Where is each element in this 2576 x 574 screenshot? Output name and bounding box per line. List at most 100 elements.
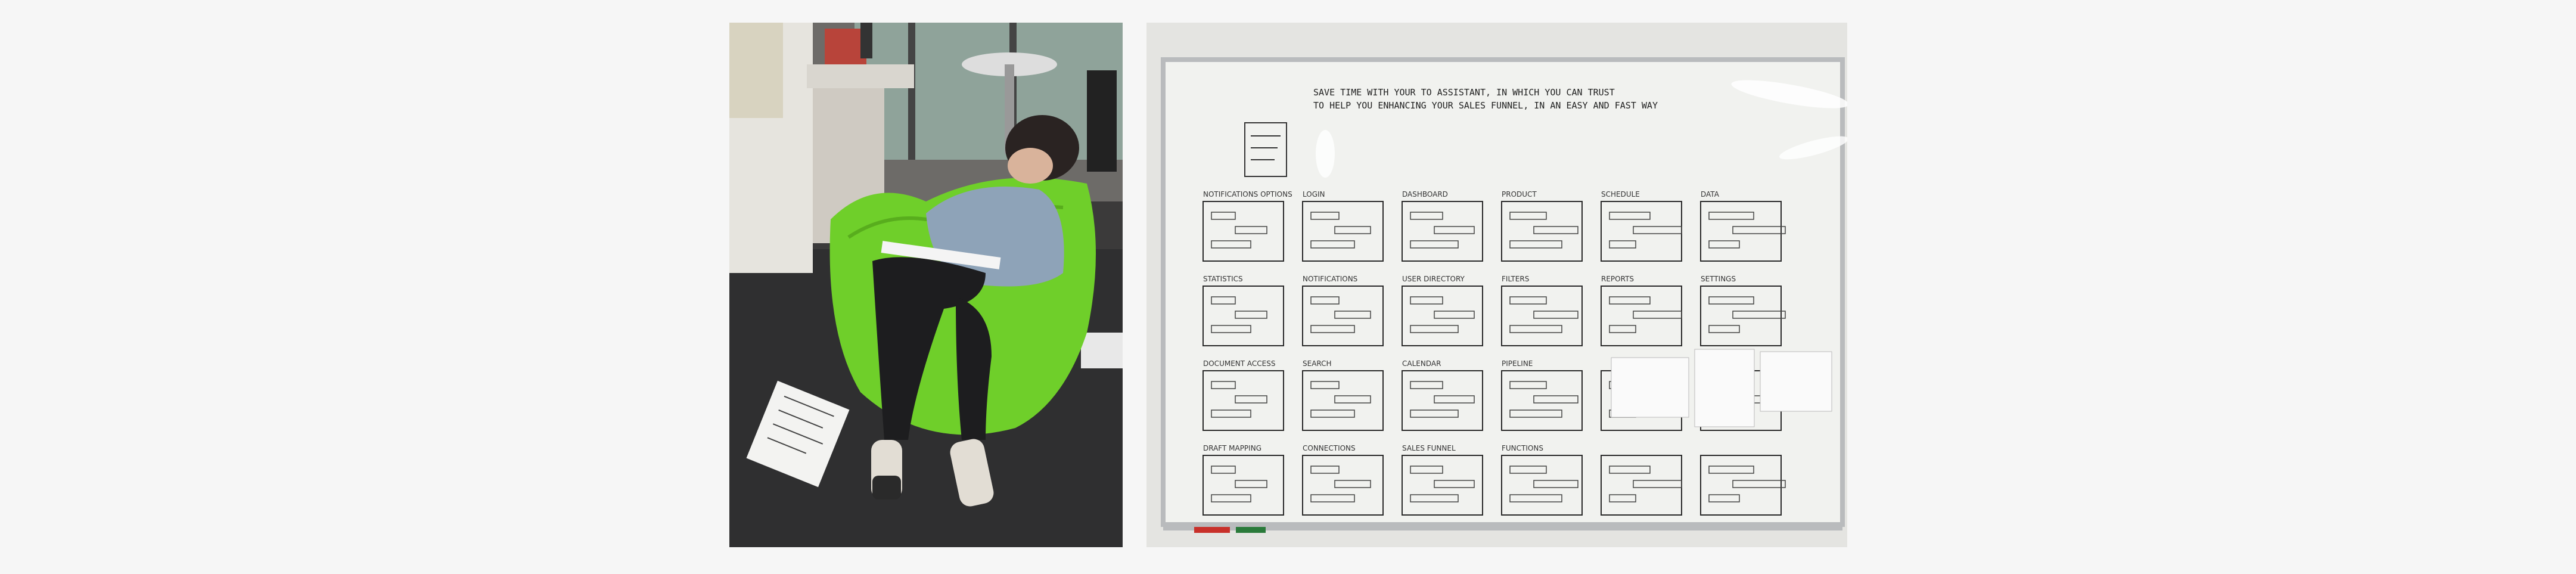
wireframe-element — [1609, 466, 1651, 474]
wireframe-label: FUNCTIONS — [1502, 444, 1543, 452]
person-leg-right — [956, 297, 992, 440]
wireframe-sketch — [1501, 286, 1583, 346]
wireframe-sketch — [1501, 201, 1583, 262]
wireframe-element — [1609, 212, 1651, 220]
wireframe-element — [1708, 212, 1754, 220]
wireframe-sketch — [1302, 286, 1384, 346]
window — [854, 23, 1123, 160]
wireframe-element — [1533, 395, 1578, 404]
sneaker-sole-left — [872, 476, 901, 499]
wireframe-label: DRAFT MAPPING — [1203, 444, 1261, 452]
wireframe-sketch — [1302, 201, 1384, 262]
wireframe-element — [1609, 296, 1651, 305]
wireframe-sketch — [1700, 201, 1782, 262]
wireframe-element — [1509, 212, 1547, 220]
wireframe-element — [1310, 409, 1355, 418]
wireframe-element — [1310, 325, 1355, 333]
wireframe-element — [1434, 395, 1475, 404]
wireframe-element — [1633, 226, 1682, 234]
wireframe-element — [1434, 480, 1475, 488]
wireframe-element — [1211, 466, 1236, 474]
wireframe-element — [1533, 480, 1578, 488]
wireframe-element — [1211, 381, 1236, 389]
wireframe-element — [1533, 226, 1578, 234]
whiteboard-headline-1: SAVE TIME WITH YOUR TO ASSISTANT, IN WHI… — [1313, 87, 1615, 98]
wireframe-element — [1310, 240, 1355, 249]
wireframe-element — [1235, 480, 1267, 488]
wireframe-sketch — [1700, 286, 1782, 346]
wireframe-element — [1211, 296, 1236, 305]
office-chair — [1087, 70, 1117, 172]
wireframe-element — [1235, 395, 1267, 404]
wireframe-sketch — [1202, 201, 1284, 262]
wireframe-element — [1708, 296, 1754, 305]
wireframe-element — [1410, 296, 1443, 305]
whiteboard — [1161, 57, 1845, 527]
marker-tray — [1163, 525, 1842, 530]
wireframe-element — [1235, 226, 1267, 234]
wireframe-element — [1334, 395, 1371, 404]
sticky-paper — [1760, 351, 1832, 412]
sketch-notebook — [881, 241, 1001, 269]
paper-on-stand — [729, 23, 783, 118]
desk-items — [825, 29, 866, 64]
wireframe-element — [1434, 226, 1475, 234]
wireframe-element — [1509, 296, 1547, 305]
whiteboard-wireframes-photo: SAVE TIME WITH YOUR TO ASSISTANT, IN WHI… — [1146, 23, 1847, 547]
wireframe-label: DATA — [1701, 190, 1720, 198]
wireframe-element — [1410, 466, 1443, 474]
wireframe-sketch — [1501, 370, 1583, 431]
wireframe-label: STATISTICS — [1203, 275, 1243, 283]
light-glare — [1316, 130, 1335, 178]
wireframe-element — [1609, 240, 1636, 249]
light-glare — [1731, 80, 1847, 108]
wireframe-element — [1708, 466, 1754, 474]
wireframe-element — [1633, 480, 1682, 488]
wireframe-element — [1609, 494, 1636, 502]
wireframe-label: REPORTS — [1601, 275, 1634, 283]
wireframe-element — [1509, 466, 1547, 474]
wireframe-element — [1310, 212, 1340, 220]
wireframe-element — [1410, 409, 1459, 418]
wireframe-element — [1509, 240, 1562, 249]
person-sketching-illustration — [729, 23, 1123, 547]
wireframe-element — [1211, 240, 1251, 249]
wireframe-element — [1708, 325, 1740, 333]
wireframe-element — [1708, 494, 1740, 502]
desk-top — [807, 64, 914, 88]
wireframe-element — [1509, 494, 1562, 502]
wireframe-label: DASHBOARD — [1402, 190, 1448, 198]
wireframe-element — [1609, 325, 1636, 333]
green-marker — [1236, 527, 1266, 533]
wireframe-sketch — [1402, 455, 1483, 516]
wireframe-element — [1732, 226, 1786, 234]
wireframe-element — [1708, 240, 1740, 249]
wireframe-element — [1509, 381, 1547, 389]
sticky-paper — [1694, 349, 1755, 427]
wireframe-element — [1509, 409, 1562, 418]
wireframe-label: FILTERS — [1502, 275, 1529, 283]
wireframe-element — [1334, 480, 1371, 488]
persona-card-sketch — [1244, 122, 1287, 177]
wireframe-element — [1434, 311, 1475, 319]
wireframe-element — [1410, 325, 1459, 333]
wireframe-sketch — [1402, 286, 1483, 346]
wireframe-sketch — [1202, 370, 1284, 431]
wireframe-element — [1334, 226, 1371, 234]
whiteboard-illustration: SAVE TIME WITH YOUR TO ASSISTANT, IN WHI… — [1146, 23, 1847, 547]
wireframe-label: SEARCH — [1303, 359, 1332, 368]
bottle — [860, 23, 872, 58]
whiteboard-headline-2: TO HELP YOU ENHANCING YOUR SALES FUNNEL,… — [1313, 100, 1658, 111]
wireframe-sketch — [1202, 286, 1284, 346]
person-face — [1008, 148, 1053, 184]
floor-paper-lines — [767, 395, 834, 454]
wireframe-element — [1410, 381, 1443, 389]
window-frame — [908, 23, 915, 160]
wireframe-element — [1509, 325, 1562, 333]
wireframe-element — [1211, 325, 1251, 333]
wireframe-element — [1533, 311, 1578, 319]
wireframe-element — [1310, 296, 1340, 305]
wireframe-label: NOTIFICATIONS OPTIONS — [1203, 190, 1292, 198]
wireframe-label: SALES FUNNEL — [1402, 444, 1456, 452]
